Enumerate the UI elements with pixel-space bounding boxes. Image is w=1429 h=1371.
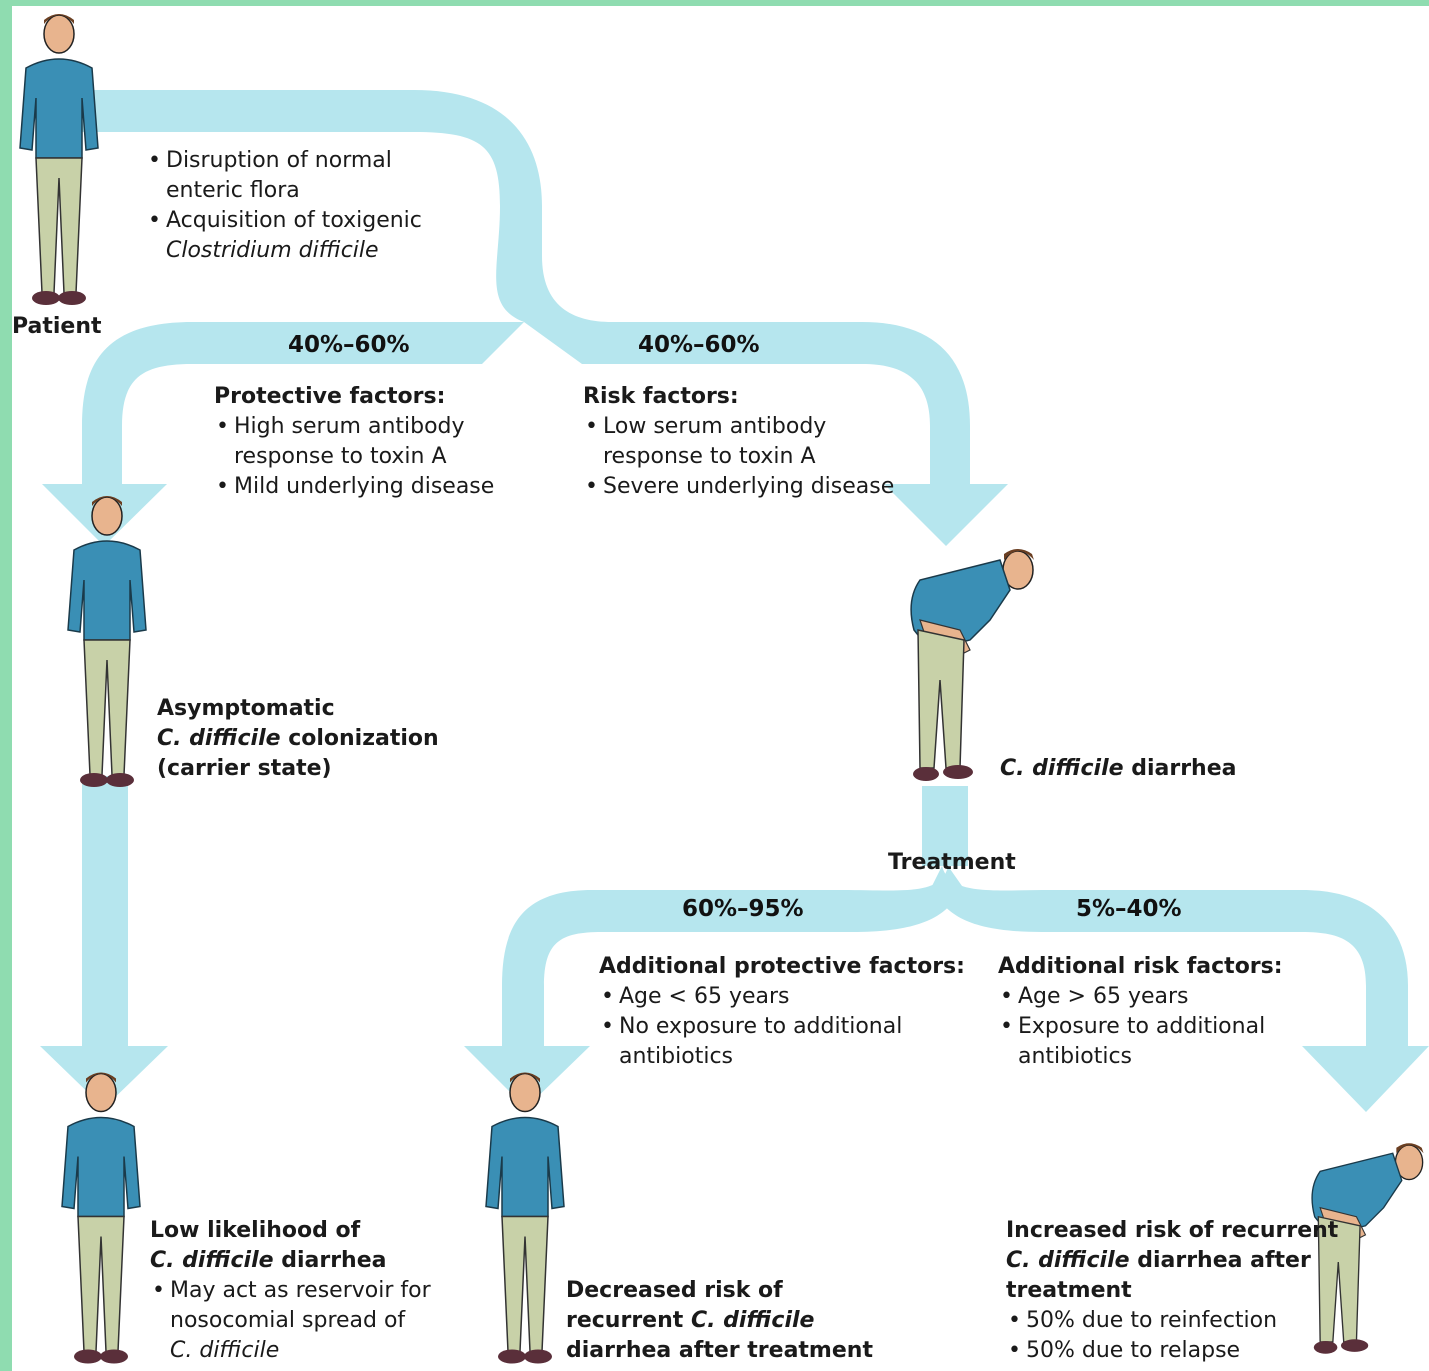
additional-protective-factors: Additional protective factors: Age < 65 … <box>599 952 965 1072</box>
risk-heading: Risk factors: <box>583 384 739 409</box>
arrow-branch-protective <box>82 322 524 484</box>
arrow-branch-risk <box>524 322 970 484</box>
initial-events-list: Disruption of normal enteric flora Acqui… <box>146 146 422 266</box>
add-risk-heading: Additional risk factors: <box>998 954 1283 979</box>
treatment-label: Treatment <box>888 850 1016 875</box>
arrowhead-risk <box>884 484 1008 546</box>
list-item-cont: response to toxin A <box>234 444 447 469</box>
diagram-canvas: Patient Disruption of normal enteric flo… <box>12 6 1429 1371</box>
additional-risk-factors: Additional risk factors: Age > 65 years … <box>998 952 1283 1072</box>
add-protective-heading: Additional protective factors: <box>599 954 965 979</box>
list-item: Age > 65 years <box>998 982 1283 1012</box>
list-item: Acquisition of toxigenic <box>146 206 422 236</box>
arrow-diarrhea-treatment <box>922 786 968 866</box>
list-item-cont: C. difficile <box>170 1338 280 1363</box>
list-item: Exposure to additional <box>998 1012 1283 1042</box>
arrowhead-add-risk <box>1302 1046 1429 1112</box>
percent-left: 40%–60% <box>288 332 410 358</box>
list-item: Disruption of normal <box>146 146 422 176</box>
increased-risk-block: Increased risk of recurrent C. difficile… <box>1006 1216 1338 1366</box>
list-item-cont: response to toxin A <box>603 444 816 469</box>
list-item: Age < 65 years <box>599 982 965 1012</box>
flow-arrows <box>40 90 1429 1112</box>
list-item: Severe underlying disease <box>583 472 894 502</box>
list-item: 50% due to relapse <box>1006 1336 1338 1366</box>
list-item: May act as reservoir for <box>150 1276 431 1306</box>
arrow-carrier-down <box>82 776 128 1046</box>
list-item-cont: Clostridium difficile <box>166 238 379 263</box>
standing-man-icon <box>19 14 99 305</box>
list-item: High serum antibody <box>214 412 494 442</box>
list-item: Mild underlying disease <box>214 472 494 502</box>
list-item-cont: nosocomial spread of <box>170 1308 406 1333</box>
standing-man-icon <box>61 1072 141 1364</box>
asymptomatic-label: Asymptomatic C. difficile colonization (… <box>157 696 439 781</box>
arrow-branch-add-risk <box>932 866 1408 1046</box>
patient-label: Patient <box>12 314 102 339</box>
standing-man-icon <box>67 496 147 787</box>
percent-right: 40%–60% <box>638 332 760 358</box>
list-item-cont: antibiotics <box>1018 1044 1132 1069</box>
list-item: 50% due to reinfection <box>1006 1306 1338 1336</box>
list-item: No exposure to additional <box>599 1012 965 1042</box>
percent-recurrence: 5%–40% <box>1076 896 1182 922</box>
standing-man-icon <box>485 1072 565 1364</box>
arrow-patient-split <box>72 90 612 322</box>
protective-heading: Protective factors: <box>214 384 446 409</box>
list-item-cont: enteric flora <box>166 178 300 203</box>
list-item: Low serum antibody <box>583 412 894 442</box>
decreased-risk-block: Decreased risk of recurrent C. difficile… <box>566 1278 873 1363</box>
list-item-cont: antibiotics <box>619 1044 733 1069</box>
risk-factors: Risk factors: Low serum antibody respons… <box>583 382 894 502</box>
protective-factors: Protective factors: High serum antibody … <box>214 382 494 502</box>
diarrhea-label: C. difficile diarrhea <box>1000 756 1237 781</box>
doubled-over-man-icon <box>910 549 1034 781</box>
arrow-branch-add-protective <box>502 866 962 1046</box>
percent-success: 60%–95% <box>682 896 804 922</box>
low-likelihood-block: Low likelihood of C. difficile diarrhea … <box>150 1216 431 1366</box>
